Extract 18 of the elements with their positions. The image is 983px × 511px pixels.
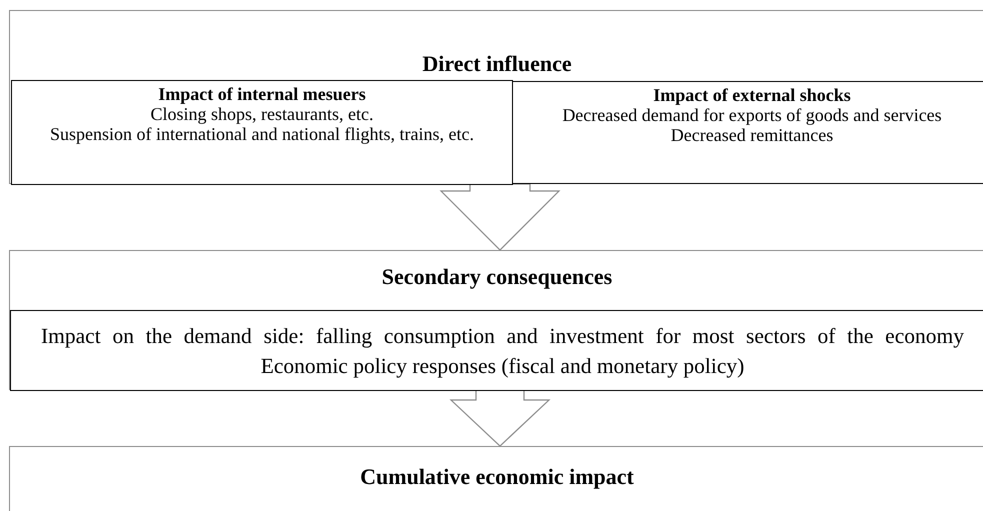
body-text: Suspension of international and national flights, trains, etc.	[49, 124, 475, 144]
subheading: Impact of internal mesuers	[157, 84, 367, 104]
body-text: Impact on the demand side: falling consumption and investment for most sectors of the economy Economic policy responses (fiscal and monetary policy)	[41, 323, 964, 380]
block-arrow	[449, 389, 551, 447]
body-text: Decreased demand for exports of goods and services	[561, 105, 943, 125]
content-box	[11, 80, 513, 185]
heading: Direct influence	[422, 51, 572, 77]
section-box	[9, 10, 983, 184]
section-box	[9, 446, 983, 511]
heading: Cumulative economic impact	[360, 464, 634, 490]
body-text: Closing shops, restaurants, etc.	[150, 104, 374, 124]
content-box	[10, 310, 983, 391]
block-arrow	[440, 183, 560, 251]
section-box	[9, 250, 983, 390]
heading: Secondary consequences	[382, 264, 612, 290]
body-text: Decreased remittances	[670, 125, 834, 145]
content-box	[512, 81, 983, 184]
subheading: Impact of external shocks	[652, 85, 852, 105]
